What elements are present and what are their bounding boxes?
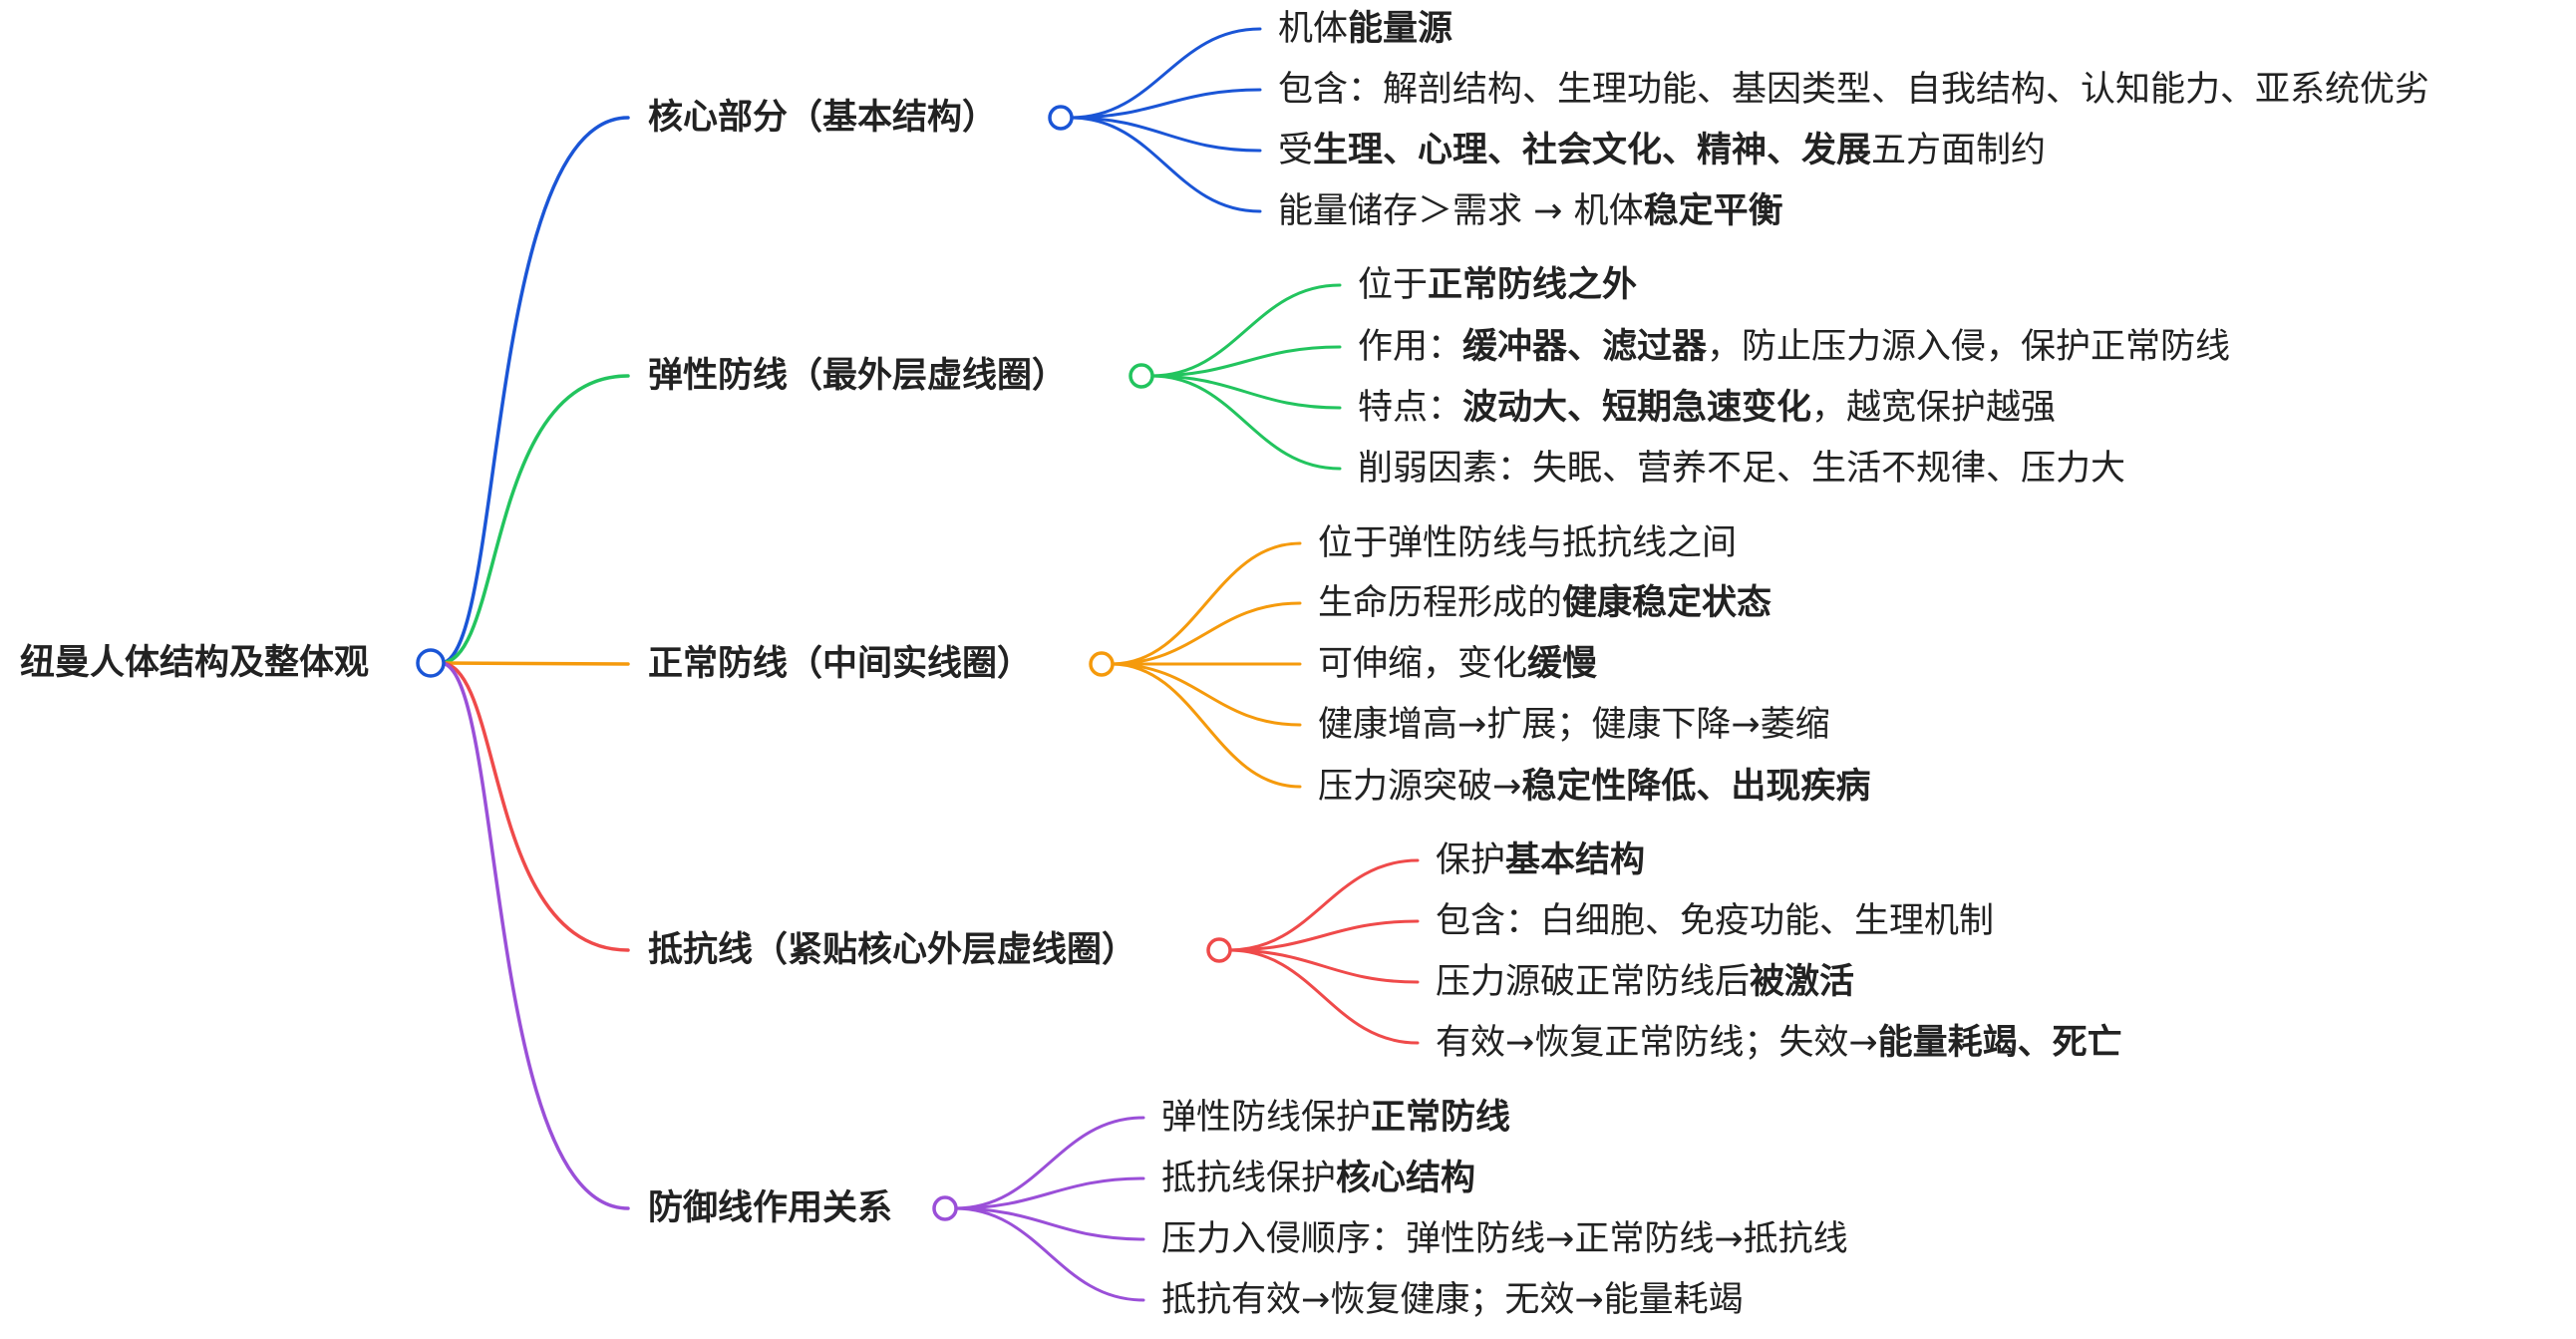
branch-toggle-core[interactable] bbox=[1048, 105, 1074, 131]
core-leaf-0: 机体能量源 bbox=[1278, 9, 1452, 49]
connector-root-to-flexible-line bbox=[439, 374, 630, 665]
resistance-line-leaf-2-segment: 压力源破正常防线后 bbox=[1436, 962, 1751, 1002]
connector-defense-relations-leaf-0 bbox=[953, 1116, 1145, 1210]
normal-line-leaf-3: 健康增高→扩展；健康下降→萎缩 bbox=[1318, 705, 1830, 745]
flexible-line-leaf-1-segment: 缓冲器、滤过器 bbox=[1462, 327, 1708, 367]
core-leaf-2-segment: 五方面制约 bbox=[1871, 131, 2047, 170]
branch-label-normal-line: 正常防线（中间实线圈） bbox=[648, 644, 1033, 684]
flexible-line-leaf-0-segment: 位于 bbox=[1358, 265, 1429, 305]
resistance-line-leaf-0-segment: 保护 bbox=[1436, 840, 1506, 880]
connector-flexible-line-leaf-1 bbox=[1149, 345, 1342, 378]
resistance-line-leaf-3: 有效→恢复正常防线；失效→能量耗竭、死亡 bbox=[1436, 1023, 2122, 1063]
core-leaf-0-segment: 能量源 bbox=[1348, 9, 1453, 49]
flexible-line-leaf-0-segment: 正常防线之外 bbox=[1428, 265, 1638, 305]
flexible-line-leaf-0: 位于正常防线之外 bbox=[1358, 265, 1637, 305]
normal-line-leaf-2-segment: 可伸缩，变化 bbox=[1318, 644, 1528, 684]
resistance-line-leaf-0-segment: 基本结构 bbox=[1505, 840, 1646, 880]
defense-relations-leaf-0-segment: 正常防线 bbox=[1371, 1098, 1511, 1138]
normal-line-leaf-2-segment: 缓慢 bbox=[1527, 644, 1598, 684]
connector-core-leaf-3 bbox=[1069, 116, 1262, 213]
resistance-line-leaf-3-segment: 有效→恢复正常防线；失效→ bbox=[1436, 1023, 1878, 1063]
flexible-line-leaf-3-segment: 削弱因素：失眠、营养不足、生活不规律、压力大 bbox=[1358, 449, 2126, 489]
core-leaf-1: 包含：解剖结构、生理功能、基因类型、自我结构、认知能力、亚系统优劣 bbox=[1278, 70, 2429, 110]
connector-flexible-line-leaf-0 bbox=[1149, 283, 1342, 378]
connector-root-to-resistance-line bbox=[439, 661, 630, 952]
connector-resistance-line-leaf-3 bbox=[1227, 948, 1420, 1045]
resistance-line-leaf-3-segment: 能量耗竭、死亡 bbox=[1877, 1023, 2122, 1063]
root-node-label: 纽曼人体结构及整体观 bbox=[20, 643, 370, 683]
defense-relations-leaf-0: 弹性防线保护正常防线 bbox=[1161, 1098, 1510, 1138]
normal-line-leaf-2: 可伸缩，变化缓慢 bbox=[1318, 644, 1597, 684]
core-leaf-1-segment: 包含：解剖结构、生理功能、基因类型、自我结构、认知能力、亚系统优劣 bbox=[1278, 70, 2430, 110]
branch-label-core: 核心部分（基本结构） bbox=[648, 98, 998, 138]
flexible-line-leaf-1-segment: 作用： bbox=[1358, 327, 1463, 367]
core-leaf-3-segment: 能量储存＞需求 → 机体 bbox=[1278, 191, 1644, 231]
defense-relations-leaf-2: 压力入侵顺序：弹性防线→正常防线→抵抗线 bbox=[1161, 1219, 1848, 1259]
defense-relations-leaf-3-segment: 抵抗有效→恢复健康；无效→能量耗竭 bbox=[1161, 1280, 1744, 1320]
connector-normal-line-leaf-4 bbox=[1110, 662, 1302, 789]
branch-label-flexible-line: 弹性防线（最外层虚线圈） bbox=[648, 356, 1068, 396]
connector-resistance-line-leaf-2 bbox=[1227, 948, 1420, 984]
branch-toggle-defense-relations[interactable] bbox=[932, 1195, 958, 1221]
branch-label-defense-relations: 防御线作用关系 bbox=[648, 1188, 893, 1228]
flexible-line-leaf-3: 削弱因素：失眠、营养不足、生活不规律、压力大 bbox=[1358, 449, 2125, 489]
core-leaf-3: 能量储存＞需求 → 机体稳定平衡 bbox=[1278, 191, 1783, 231]
flexible-line-leaf-1: 作用：缓冲器、滤过器，防止压力源入侵，保护正常防线 bbox=[1358, 327, 2230, 367]
core-leaf-2-segment: 受 bbox=[1278, 131, 1314, 170]
branch-toggle-resistance-line[interactable] bbox=[1206, 937, 1232, 963]
connector-normal-line-leaf-3 bbox=[1110, 662, 1302, 727]
normal-line-leaf-4-segment: 稳定性降低、出现疾病 bbox=[1521, 767, 1871, 807]
resistance-line-leaf-1: 包含：白细胞、免疫功能、生理机制 bbox=[1436, 901, 1994, 941]
normal-line-leaf-1-segment: 生命历程形成的 bbox=[1318, 583, 1563, 623]
flexible-line-leaf-2-segment: 特点： bbox=[1358, 388, 1463, 428]
connector-root-to-normal-line bbox=[439, 661, 630, 666]
connector-flexible-line-leaf-3 bbox=[1149, 374, 1342, 471]
flexible-line-leaf-2-segment: ，越宽保护越强 bbox=[1811, 388, 2057, 428]
defense-relations-leaf-3: 抵抗有效→恢复健康；无效→能量耗竭 bbox=[1161, 1280, 1744, 1320]
resistance-line-leaf-1-segment: 包含：白细胞、免疫功能、生理机制 bbox=[1436, 901, 1995, 941]
normal-line-leaf-1-segment: 健康稳定状态 bbox=[1562, 583, 1772, 623]
core-leaf-2-segment: 生理、心理、社会文化、精神、发展 bbox=[1313, 131, 1872, 170]
defense-relations-leaf-1: 抵抗线保护核心结构 bbox=[1161, 1159, 1475, 1198]
flexible-line-leaf-2: 特点：波动大、短期急速变化，越宽保护越强 bbox=[1358, 388, 2056, 428]
flexible-line-leaf-1-segment: ，防止压力源入侵，保护正常防线 bbox=[1707, 327, 2231, 367]
normal-line-leaf-0-segment: 位于弹性防线与抵抗线之间 bbox=[1318, 523, 1738, 563]
core-leaf-0-segment: 机体 bbox=[1278, 9, 1349, 49]
connector-defense-relations-leaf-3 bbox=[953, 1206, 1145, 1302]
root-toggle[interactable] bbox=[416, 648, 446, 678]
connector-normal-line-leaf-0 bbox=[1110, 541, 1302, 666]
normal-line-leaf-3-segment: 健康增高→扩展；健康下降→萎缩 bbox=[1318, 705, 1830, 745]
branch-toggle-flexible-line[interactable] bbox=[1128, 363, 1154, 389]
defense-relations-leaf-0-segment: 弹性防线保护 bbox=[1161, 1098, 1372, 1138]
connector-root-to-core bbox=[439, 116, 630, 665]
core-leaf-2: 受生理、心理、社会文化、精神、发展五方面制约 bbox=[1278, 131, 2046, 170]
resistance-line-leaf-2: 压力源破正常防线后被激活 bbox=[1436, 962, 1854, 1002]
connector-flexible-line-leaf-2 bbox=[1149, 374, 1342, 410]
normal-line-leaf-4: 压力源突破→稳定性降低、出现疾病 bbox=[1318, 767, 1870, 807]
connector-resistance-line-leaf-0 bbox=[1227, 858, 1420, 952]
connector-core-leaf-2 bbox=[1069, 116, 1262, 153]
normal-line-leaf-4-segment: 压力源突破→ bbox=[1318, 767, 1522, 807]
defense-relations-leaf-2-segment: 压力入侵顺序：弹性防线→正常防线→抵抗线 bbox=[1161, 1219, 1848, 1259]
normal-line-leaf-1: 生命历程形成的健康稳定状态 bbox=[1318, 583, 1771, 623]
defense-relations-leaf-1-segment: 核心结构 bbox=[1336, 1159, 1476, 1198]
connector-core-leaf-0 bbox=[1069, 27, 1262, 120]
connector-core-leaf-1 bbox=[1069, 88, 1262, 120]
branch-toggle-normal-line[interactable] bbox=[1089, 651, 1115, 677]
connector-normal-line-leaf-1 bbox=[1110, 601, 1302, 666]
connector-resistance-line-leaf-1 bbox=[1227, 919, 1420, 952]
connector-defense-relations-leaf-1 bbox=[953, 1176, 1145, 1210]
resistance-line-leaf-2-segment: 被激活 bbox=[1750, 962, 1855, 1002]
normal-line-leaf-0: 位于弹性防线与抵抗线之间 bbox=[1318, 523, 1737, 563]
resistance-line-leaf-0: 保护基本结构 bbox=[1436, 840, 1645, 880]
flexible-line-leaf-2-segment: 波动大、短期急速变化 bbox=[1462, 388, 1812, 428]
connector-root-to-defense-relations bbox=[439, 661, 630, 1210]
defense-relations-leaf-1-segment: 抵抗线保护 bbox=[1161, 1159, 1337, 1198]
branch-label-resistance-line: 抵抗线（紧贴核心外层虚线圈） bbox=[648, 930, 1137, 970]
core-leaf-3-segment: 稳定平衡 bbox=[1643, 191, 1783, 231]
connector-defense-relations-leaf-2 bbox=[953, 1206, 1145, 1241]
